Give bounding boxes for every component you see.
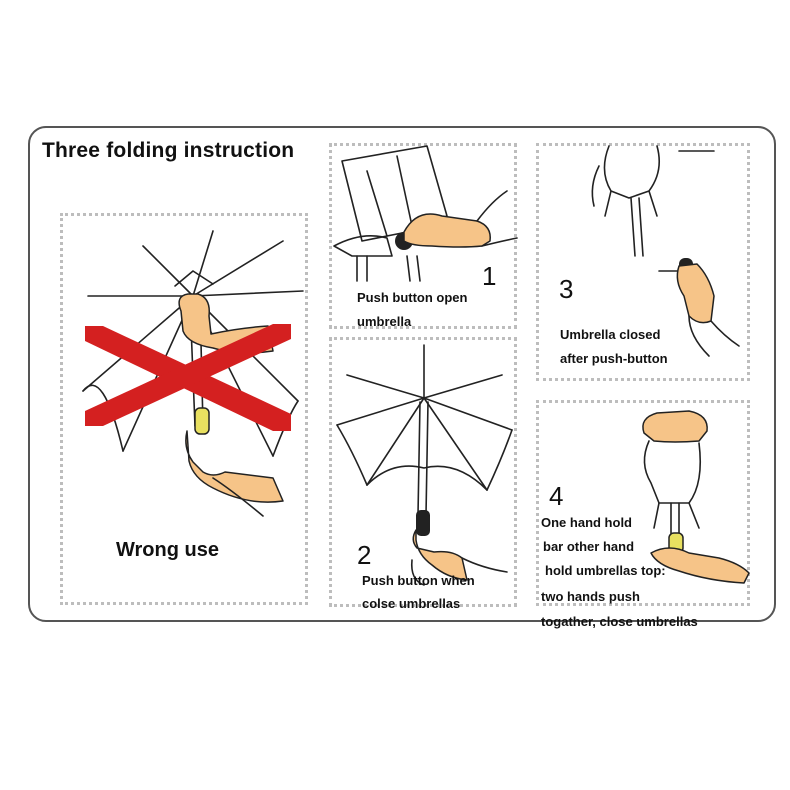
closed-umbrella-icon xyxy=(642,410,750,584)
step-2-number: 2 xyxy=(357,540,372,570)
step-2-caption-line-2: colse umbrellas xyxy=(362,596,461,611)
step-3-caption-line-2: after push-button xyxy=(560,351,668,366)
step-3-number: 3 xyxy=(559,274,574,304)
step-4-caption-line-5: togather, close umbrellas xyxy=(541,614,698,629)
closed-umbrella-icon xyxy=(591,145,740,357)
closed-umbrella-icon xyxy=(333,145,518,282)
step-4-caption-line-3: hold umbrellas top: xyxy=(545,563,666,578)
step-2-panel: 2 Push button when colse umbrellas xyxy=(329,337,517,611)
step-2-caption-line-1: Push button when xyxy=(362,573,475,588)
step-1-caption-line-2: umbrella xyxy=(357,314,412,329)
wrong-use-label: Wrong use xyxy=(116,539,219,561)
step-3-caption-line-1: Umbrella closed xyxy=(560,327,661,342)
open-umbrella-icon xyxy=(82,230,304,517)
open-umbrella-icon xyxy=(336,344,513,586)
hand-icon xyxy=(185,407,284,517)
step-4-panel: 4 One hand hold bar other hand hold umbr… xyxy=(536,400,750,629)
hand-icon xyxy=(642,410,708,443)
step-3-panel: 3 Umbrella closed after push-button xyxy=(536,143,750,381)
step-1-number: 1 xyxy=(482,261,497,291)
step-4-caption-line-2: bar other hand xyxy=(543,539,635,554)
step-4-caption-line-4: two hands push xyxy=(541,589,640,604)
step-4-caption-line-1: One hand hold xyxy=(541,515,632,530)
step-4-number: 4 xyxy=(549,481,564,511)
step-1-panel: 1 Push button open umbrella xyxy=(329,143,518,329)
page-title: Three folding instruction xyxy=(42,139,295,162)
hand-icon xyxy=(650,532,750,584)
hand-icon xyxy=(658,258,740,357)
hand-icon xyxy=(412,510,508,581)
red-cross-icon xyxy=(85,324,291,431)
wrong-use-panel: Wrong use xyxy=(60,213,308,605)
hand-icon xyxy=(395,190,518,250)
step-1-caption-line-1: Push button open xyxy=(357,290,468,305)
